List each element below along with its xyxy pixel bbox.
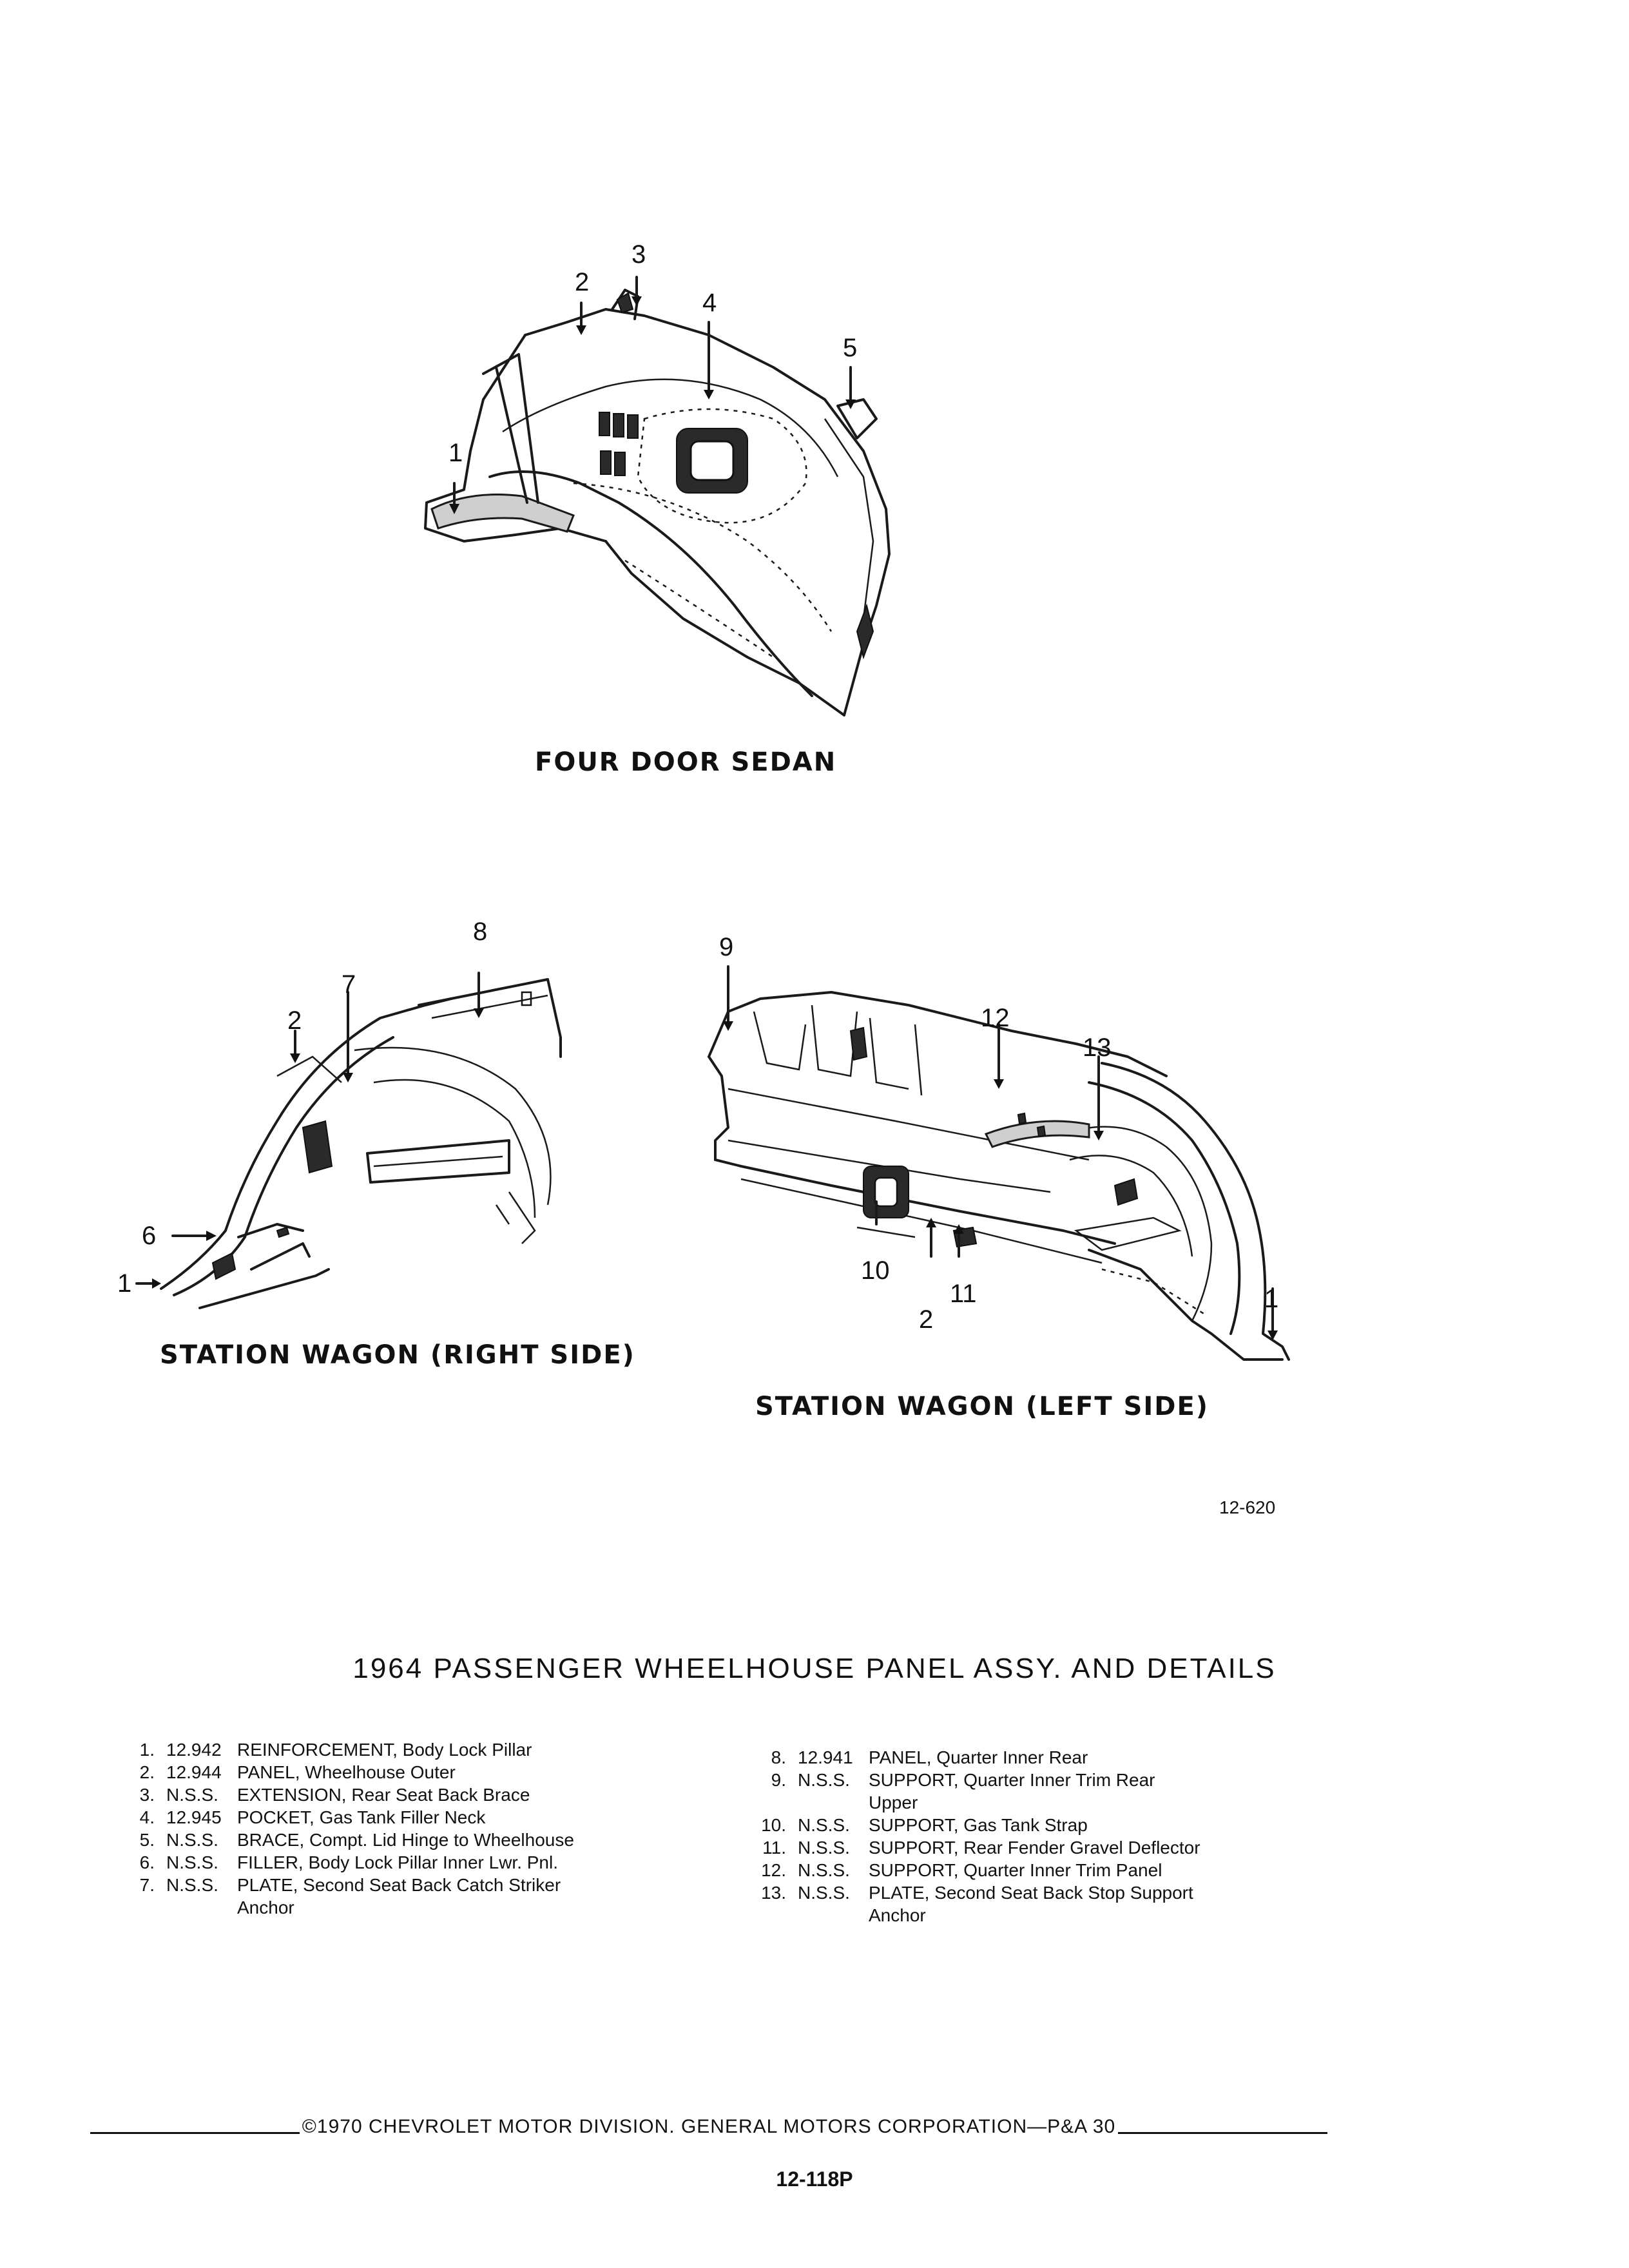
list-item-continuation: Upper	[869, 1792, 918, 1812]
sedan-callout-2: 2	[575, 268, 590, 296]
list-item: 10.N.S.S.SUPPORT, Gas Tank Strap	[761, 1815, 1088, 1835]
wagon-left-callout-11: 11	[950, 1280, 977, 1308]
sedan-caption: FOUR DOOR SEDAN	[535, 747, 837, 777]
wagon-right-caption: STATION WAGON (RIGHT SIDE)	[160, 1340, 635, 1370]
wagon-right-callout-6: 6	[142, 1222, 157, 1250]
sedan-callout-3: 3	[631, 240, 646, 269]
sedan-callout-4: 4	[702, 289, 717, 317]
wagon-left-callout-9: 9	[719, 933, 734, 961]
list-item-continuation: Anchor	[237, 1898, 294, 1917]
footer-rule-left	[90, 2132, 300, 2134]
sedan-callout-arrows	[449, 276, 856, 514]
copyright-footer: ©1970 CHEVROLET MOTOR DIVISION. GENERAL …	[90, 2116, 1327, 2138]
list-item: 9.N.S.S.SUPPORT, Quarter Inner Trim Rear	[771, 1770, 1155, 1790]
wagon-right-callout-arrows	[135, 972, 484, 1289]
list-item: 5.N.S.S.BRACE, Compt. Lid Hinge to Wheel…	[139, 1830, 574, 1850]
wagon-left-callout-10: 10	[861, 1256, 890, 1285]
list-item-continuation: Anchor	[869, 1905, 926, 1925]
wagon-left-callout-12: 12	[981, 1004, 1010, 1032]
list-item: 3.N.S.S.EXTENSION, Rear Seat Back Brace	[139, 1785, 530, 1805]
wagon-right-callout-2: 2	[287, 1006, 302, 1035]
page-title: 1964 PASSENGER WHEELHOUSE PANEL ASSY. AN…	[352, 1653, 1277, 1684]
wagon-right-illustration	[160, 978, 562, 1309]
wagon-left-callout-2: 2	[919, 1305, 934, 1334]
list-item: 7.N.S.S.PLATE, Second Seat Back Catch St…	[139, 1875, 561, 1895]
copyright-text: ©1970 CHEVROLET MOTOR DIVISION. GENERAL …	[302, 2116, 1116, 2137]
sedan-callout-5: 5	[843, 334, 858, 362]
list-item: 12.N.S.S.SUPPORT, Quarter Inner Trim Pan…	[761, 1860, 1162, 1880]
wagon-right-callout-7: 7	[342, 970, 356, 999]
list-item: 11.N.S.S.SUPPORT, Rear Fender Gravel Def…	[762, 1838, 1200, 1858]
wagon-right-callout-1: 1	[117, 1269, 132, 1298]
wagon-left-callout-arrows	[723, 965, 1278, 1340]
page-number: 12-118P	[776, 2167, 853, 2191]
figure-number: 12-620	[1219, 1497, 1276, 1517]
wagon-left-callout-1: 1	[1264, 1285, 1279, 1313]
wagon-right-callout-8: 8	[473, 918, 488, 946]
sedan-wheelhouse-illustration	[424, 289, 891, 716]
list-item: 13.N.S.S.PLATE, Second Seat Back Stop Su…	[761, 1883, 1193, 1903]
list-item: 6.N.S.S.FILLER, Body Lock Pillar Inner L…	[139, 1852, 558, 1872]
wagon-left-callout-13: 13	[1083, 1033, 1112, 1062]
sedan-callout-1: 1	[448, 439, 463, 467]
footer-rule-right	[1118, 2132, 1327, 2134]
wagon-left-caption: STATION WAGON (LEFT SIDE)	[755, 1392, 1210, 1421]
